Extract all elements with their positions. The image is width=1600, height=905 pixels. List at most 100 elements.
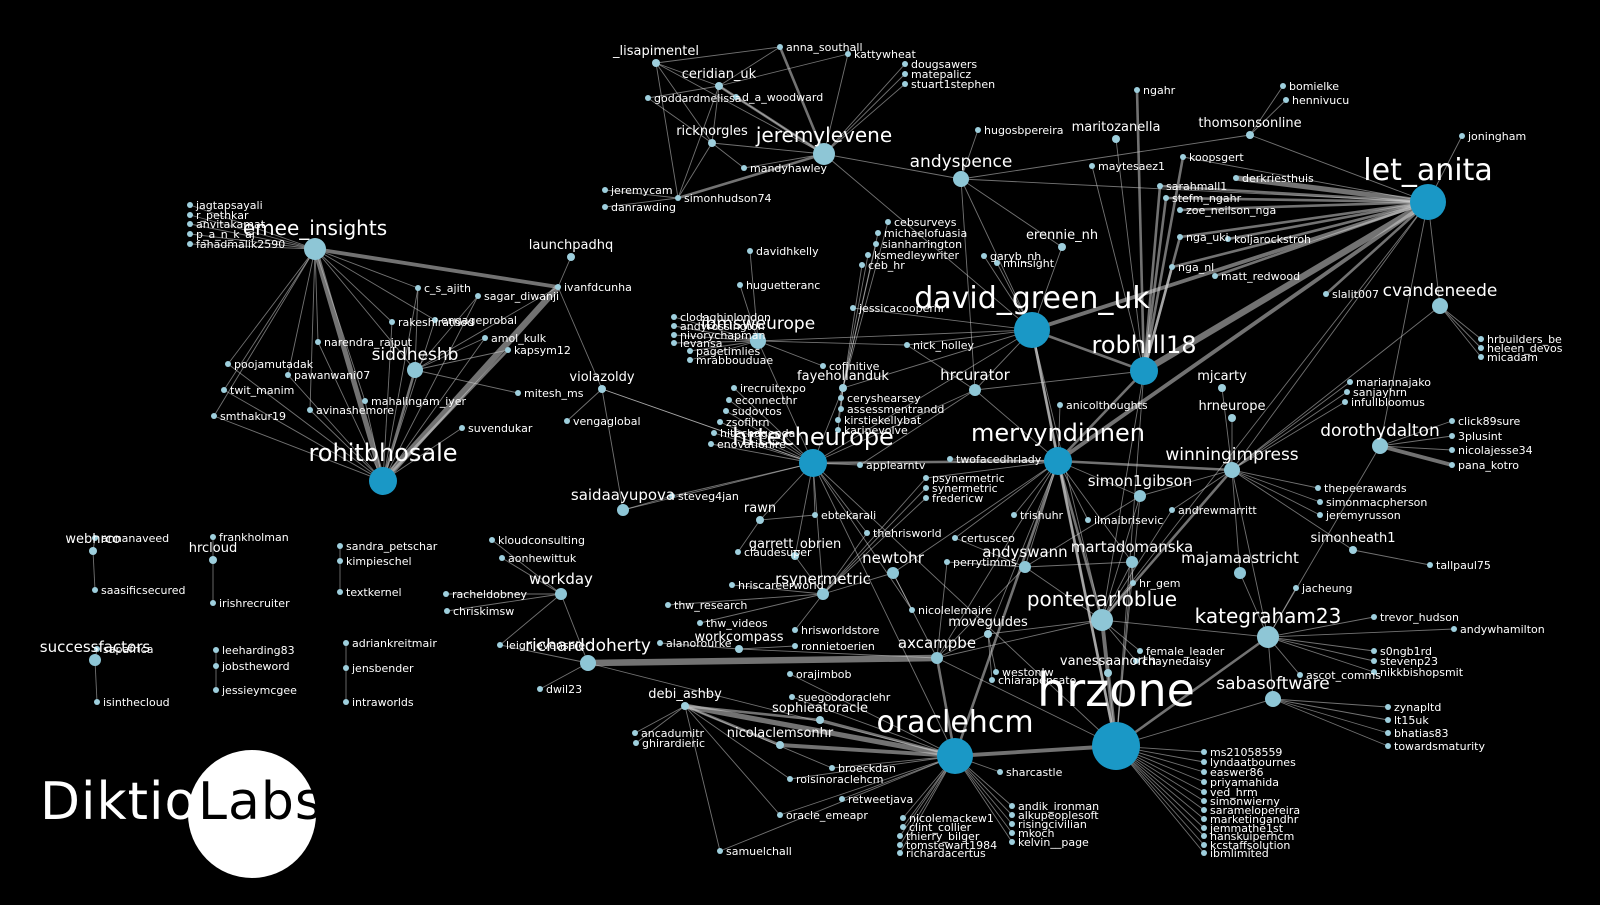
node-label-hrcurator: hrcurator [940,366,1011,384]
node-fayehollanduk [839,384,847,392]
node-label-jensbender: jensbender [351,662,414,675]
node-david_green_uk [1014,312,1050,348]
node-label-ceryshearsey: ceryshearsey [847,392,921,405]
node-label-priyamahida: priyamahida [1210,776,1279,789]
edge-rsynermetric-thw_videos [699,593,824,624]
node-label-nga_uki: nga_uki [1186,231,1229,244]
node-smthakur19 [211,413,217,419]
edge-oraclehcm-richardacertus [899,755,956,854]
node-thomsonsonline [1246,131,1254,139]
node-label-engageprobal: engageprobal [441,314,517,327]
node-label-huguetteranc: huguetteranc [746,279,820,292]
edge-rsynermetric-newtohr [822,572,894,595]
edge-oraclehcm-nicolaclemsonhr [779,743,956,758]
edge-david_green_uk-jessicacooperhr [852,307,1033,331]
node-label-aonhewittuk: aonhewittuk [508,552,577,565]
node-label-andik_ironman: andik_ironman [1018,800,1099,813]
edge-workcompass-alanorourke [659,642,740,650]
node-michaelofuasia [875,230,881,236]
node-label-suegoodoraclehr: suegoodoraclehr [798,691,891,704]
node-label-chaynedaisy: chaynedaisy [1142,655,1212,668]
node-label-leighlevensaler: leighlevensaler [506,639,590,652]
edge-moveguides-westonlw [987,633,997,673]
node-label-kategraham23: kategraham23 [1195,604,1342,628]
node-label-levansa: levansa [680,337,723,350]
node-label-ceridian_uk: ceridian_uk [682,67,757,82]
node-successfactors [89,654,101,666]
edge-hrtecheurope-irecruitexpo [733,387,814,464]
node-nga_uki [1177,234,1183,240]
node-maytesaez1 [1089,163,1095,169]
edge-richarddoherty-dwil23 [539,662,589,690]
edge-emee_insights-p_a_n_k_aj [189,233,316,250]
graph-nodes [89,44,1484,856]
node-label-chiarapensato: chiarapensato [998,674,1077,687]
node-label-mkoch: mkoch [1018,827,1054,840]
edge-pontecarloblue-simon1gibson [1101,495,1141,621]
edge-ibmsweurope-levansa [673,340,759,344]
node-ibmlimited [1201,850,1207,856]
edge-dorothydalton-nicolajesse34 [1379,445,1453,451]
node-label-zynapltd: zynapltd [1394,701,1441,714]
edge-emee_insights-engageprobal [314,248,436,321]
node-danrawding [602,204,608,210]
node-label-winningimpress: winningimpress [1165,445,1298,465]
edge-let_anita-koopsgert [1182,156,1429,203]
node-label-irecruitexpo: irecruitexpo [740,382,806,395]
edge-oraclehcm-suegoodoraclehr [791,696,956,757]
edge-emee_insights-ivanfdcunha [314,247,559,289]
node-label-pawanwani07: pawanwani07 [294,369,370,382]
node-label-kirstiekellybat: kirstiekellybat [844,414,922,427]
node-dwil23 [537,686,543,692]
node-label-rohitbhosale: rohitbhosale [308,439,457,467]
node-label-s0ngb1rd: s0ngb1rd [1380,645,1432,658]
edge-oraclehcm-orajimbob [789,673,956,757]
edge-thomsonsonline-hennivucu [1249,99,1287,136]
edge-david_green_uk-mervyndinnen [1030,329,1060,462]
edge-pontecarloblue-winningimpress [1101,469,1233,621]
edge-ibmsweurope-cofinitive [757,340,824,367]
node-label-jessieymcgee: jessieymcgee [221,684,297,697]
node-label-anna_southall: anna_southall [786,41,863,54]
node-tallpaul75 [1427,562,1433,568]
edge-rohitbhosale-kapsym12 [382,349,509,482]
node-label-sarahmall1: sarahmall1 [1166,180,1227,193]
node-tomstewart1984 [897,842,903,848]
node-label-ghirardieric: ghirardieric [642,737,705,750]
node-garrett_obrien [791,552,799,560]
node-label-ceb_hr: ceb_hr [868,259,905,272]
node-label-suvendukar: suvendukar [468,422,533,435]
node-label-female_leader: female_leader [1146,645,1225,658]
node-label-westonlw: westonlw [1002,666,1054,679]
edge-siddheshb-kapsym12 [414,349,509,371]
node-mjcarty [1218,384,1226,392]
edge-emee_insights-fahadmalik2590 [189,243,316,250]
node-aonhewittuk [499,555,505,561]
edge-hrzone-axcampbe [936,657,1117,747]
edge-richarddoherty-leighlevensaler [499,644,589,664]
node-label-thomsonsonline: thomsonsonline [1198,116,1301,131]
edge-hrtecheurope-sudovtos [725,410,814,464]
edge-ibmsweurope-david_green_uk [757,329,1033,342]
edge-jeremylevene-ricknorgles [711,142,825,155]
edge-rohitbhosale-suvendukar [382,427,463,482]
edge-hrtecheurope-econnecthr [728,399,814,464]
edge-let_anita-robhill18 [1142,199,1430,374]
edge-sabasoftware-lt15uk [1272,698,1389,721]
node-label-ngahr: ngahr [1143,84,1176,97]
node-label-ilmaibrisevic: ilmaibrisevic [1094,514,1163,527]
node-label-lyndaatbournes: lyndaatbournes [1210,756,1296,769]
node-label-orajimbob: orajimbob [796,668,852,681]
node-garyb_nh [981,253,987,259]
edge-andyspence-hrcurator [960,178,976,391]
node-label-kimpieschel: kimpieschel [346,555,412,568]
node-suvendukar [459,425,465,431]
edge-rohitbhosale-engageprobal [382,319,436,482]
node-hanskuiperhcm [1201,833,1207,839]
edge-rohitbhosale-twit_manim [223,389,384,482]
node-easwer86 [1201,769,1207,775]
node-label-emee_insights: emee_insights [243,216,387,240]
node-label-sabasoftware: sabasoftware [1216,674,1330,694]
edge-let_anita-derkriesthuis [1235,175,1429,205]
node-steveg4jan [669,493,675,499]
